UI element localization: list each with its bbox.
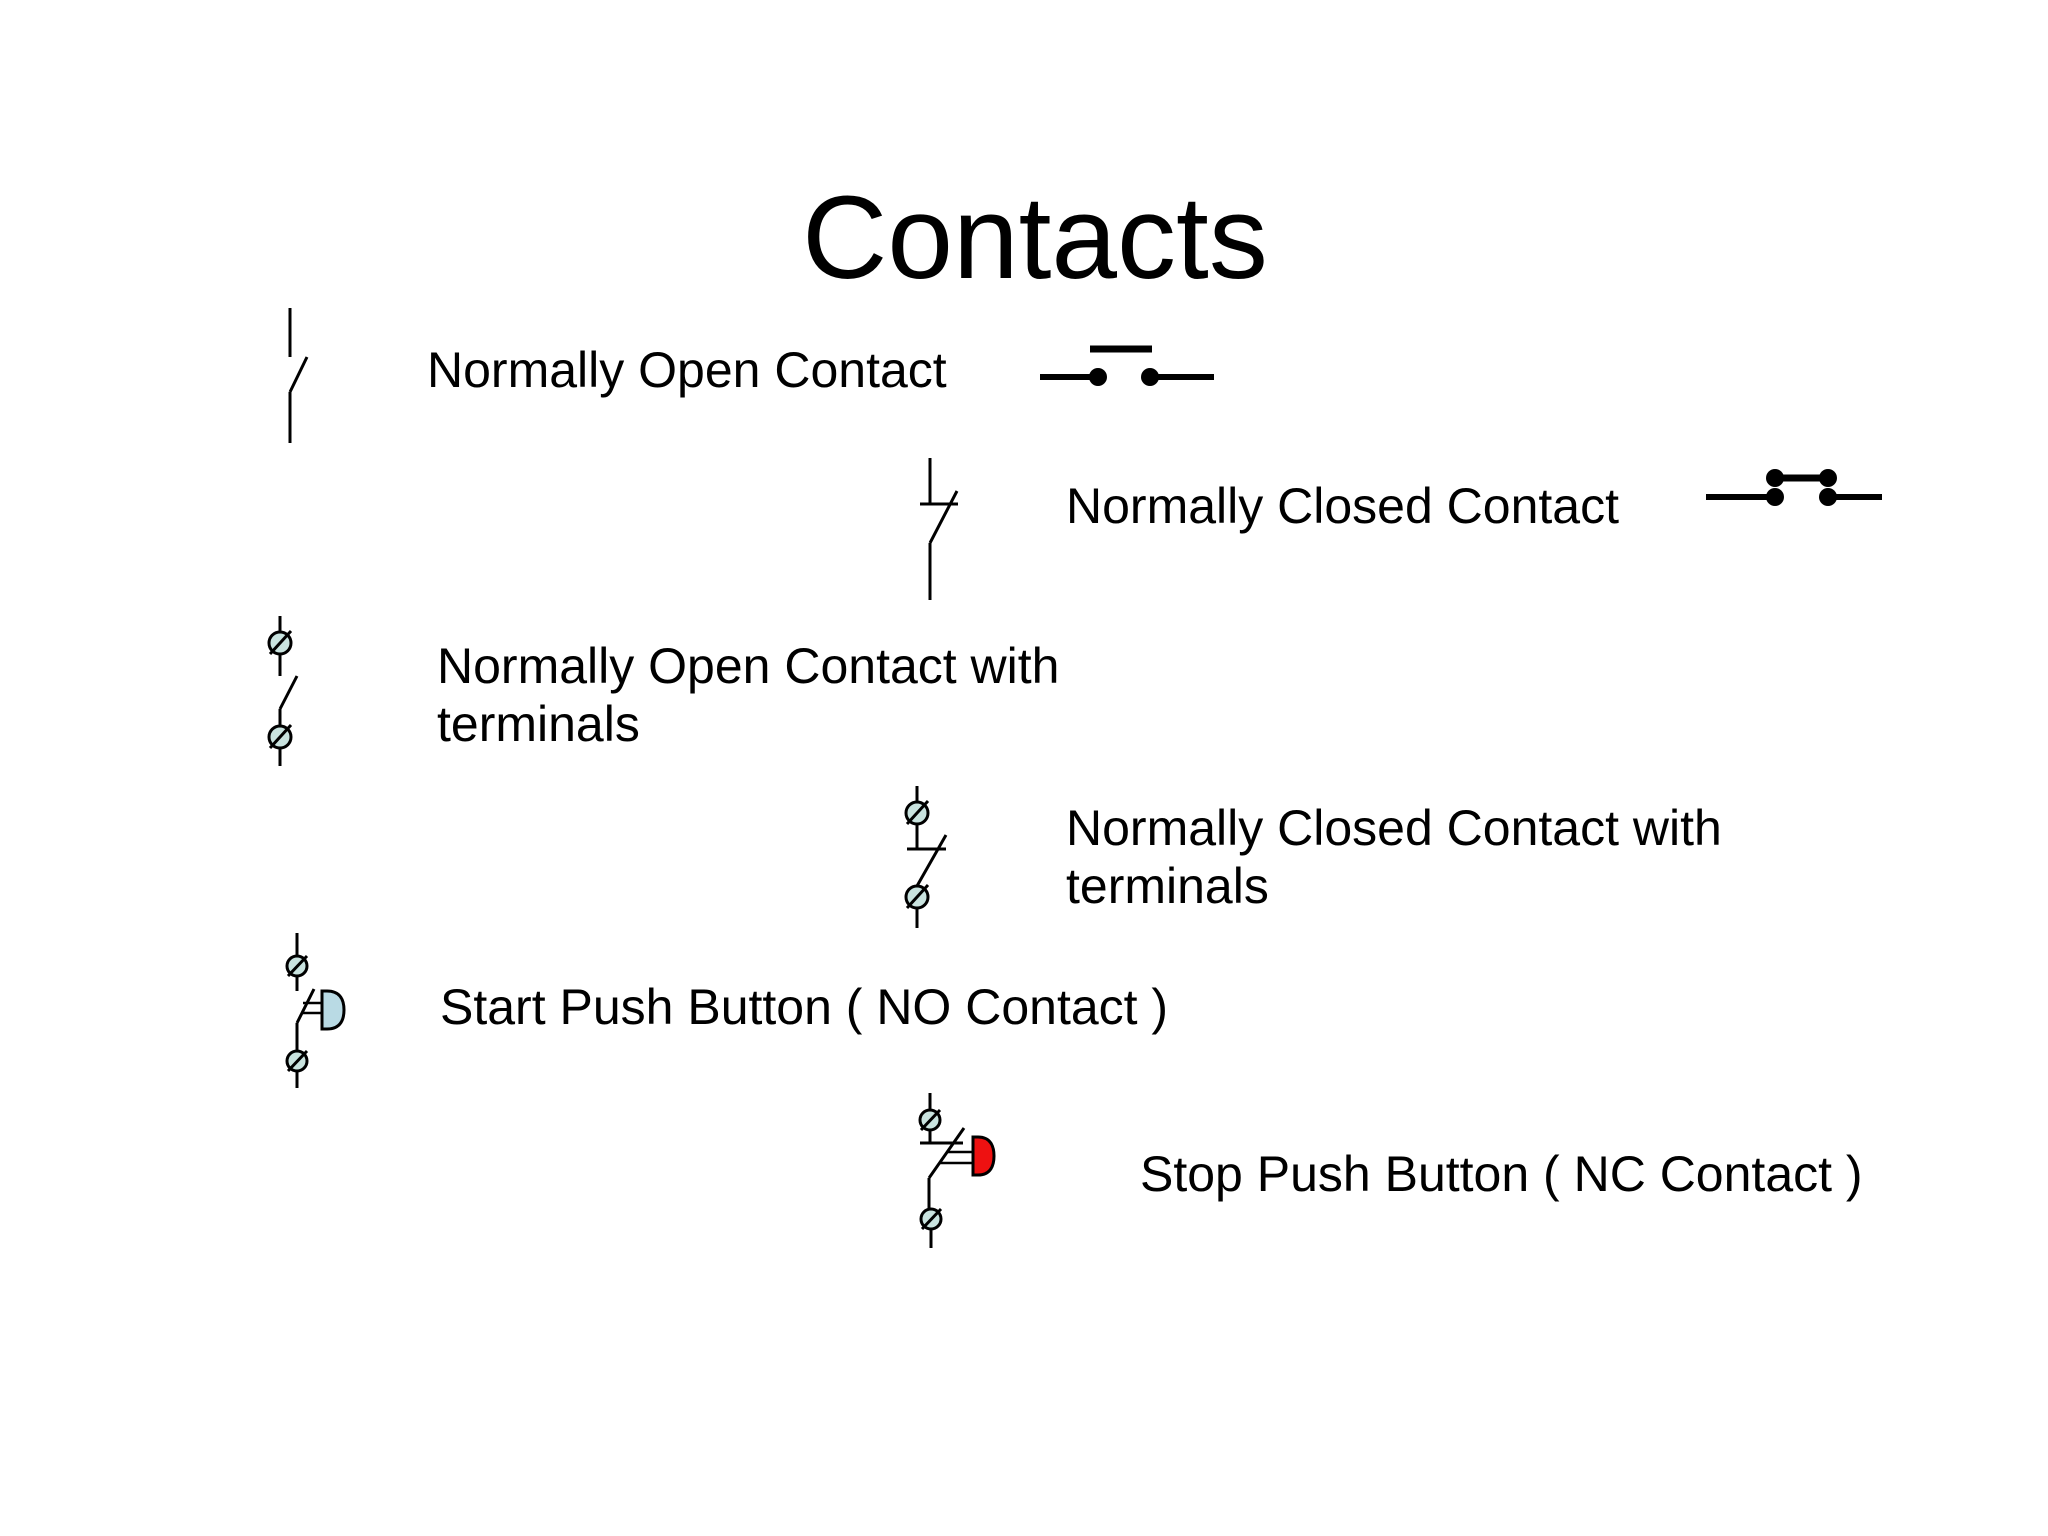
label-line-1: Normally Closed Contact with <box>1066 800 1722 856</box>
terminal-slash <box>905 883 930 910</box>
label-normally-closed-contact-with-terminals: Normally Closed Contact with terminals <box>1066 799 1722 915</box>
slide-title: Contacts <box>802 172 1268 304</box>
normally-closed-contact-horizontal-icon <box>1706 469 1882 506</box>
label-line-2: terminals <box>437 696 640 752</box>
terminal-slash <box>286 954 309 978</box>
terminal-slash <box>905 799 930 826</box>
normally-open-contact-ladder-icon <box>288 308 309 443</box>
terminal-slash <box>920 1207 943 1231</box>
normally-closed-contact-with-terminals-icon <box>904 786 948 928</box>
terminal-slash <box>919 1108 942 1132</box>
stop-button-head <box>971 1135 996 1177</box>
terminal-slash <box>268 723 293 750</box>
terminal-slash <box>268 629 293 656</box>
label-normally-open-contact: Normally Open Contact <box>427 342 947 398</box>
start-button-head <box>320 989 346 1031</box>
label-normally-closed-contact: Normally Closed Contact <box>1066 478 1619 534</box>
label-stop-push-button: Stop Push Button ( NC Contact ) <box>1140 1146 1863 1202</box>
label-line-2: terminals <box>1066 858 1269 914</box>
label-start-push-button: Start Push Button ( NO Contact ) <box>440 979 1169 1035</box>
normally-closed-contact-ladder-icon <box>920 458 959 600</box>
normally-open-contact-with-terminals-icon <box>267 616 299 766</box>
label-line-1: Normally Open Contact with <box>437 638 1060 694</box>
normally-open-contact-horizontal-icon <box>1040 345 1214 386</box>
label-normally-open-contact-with-terminals: Normally Open Contact with terminals <box>437 637 1059 753</box>
start-push-button-icon <box>285 933 346 1088</box>
terminal-slash <box>286 1049 309 1073</box>
stop-push-button-icon <box>918 1093 996 1248</box>
